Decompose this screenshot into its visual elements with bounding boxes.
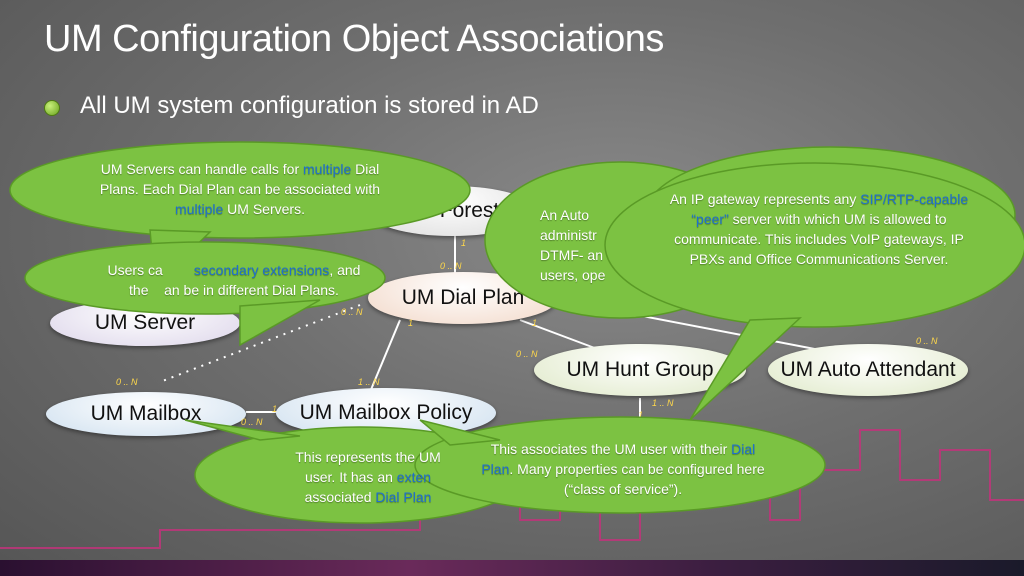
ip-gateway-callout-tail [689, 317, 802, 421]
dialplan-assoc-callout-bubble [414, 416, 826, 514]
mult-hunt-1: 1 [638, 410, 644, 420]
mult-hunt-1n: 1 .. N [652, 398, 674, 408]
servers-callout-bubble [9, 141, 471, 239]
dialplan-policy-link [369, 319, 401, 393]
mult-dialplan-right-1: 1 [532, 318, 538, 328]
mult-dialplan-left-1: 1 [408, 318, 414, 328]
users-callout-bubble [24, 241, 386, 315]
bullet-text: All UM system configuration is stored in… [80, 92, 539, 119]
users-callout-tail [239, 299, 321, 347]
ip-gateway-callout-bubble [604, 162, 1024, 328]
auto-attendant-callout-text: An Auto administr DTMF- an users, ope [540, 207, 606, 283]
mult-auto-0n: 0 .. N [916, 336, 938, 346]
mult-mailbox-1: 1 [272, 404, 278, 414]
mult-server-dots: 0 .. N [341, 307, 363, 317]
mult-mailbox-right-0n: 0 .. N [241, 417, 263, 427]
mailbox-callout-text: This represents the UM user. It has an e… [295, 449, 441, 505]
dialplan-assoc-callout-text: This associates the UM user with their D… [481, 441, 765, 497]
mult-mailbox-0n: 0 .. N [116, 377, 138, 387]
bullet-icon [44, 100, 60, 116]
node-um-mailbox: UM Mailbox [46, 392, 246, 436]
footer-bar [0, 560, 1024, 576]
users-callout-text: Users ca secondary extensions, and the a… [107, 262, 361, 298]
slide-title: UM Configuration Object Associations [44, 18, 664, 60]
dialplan-assoc-callout-tail [419, 419, 501, 446]
mailbox-callout-tail [184, 419, 301, 441]
mult-hunt-0n: 0 .. N [516, 349, 538, 359]
mult-dialplan-top: 0 .. N [440, 261, 462, 271]
dialplan-hunt-link [519, 319, 601, 351]
mult-forest-1: 1 [461, 238, 467, 248]
servers-callout-text: UM Servers can handle calls for multiple… [99, 161, 381, 217]
mult-policy-1n: 1 .. N [358, 377, 380, 387]
node-um-auto-attendant: UM Auto Attendant [768, 344, 968, 396]
ip-gateway-callout-text: An IP gateway represents any SIP/RTP-cap… [669, 191, 969, 267]
